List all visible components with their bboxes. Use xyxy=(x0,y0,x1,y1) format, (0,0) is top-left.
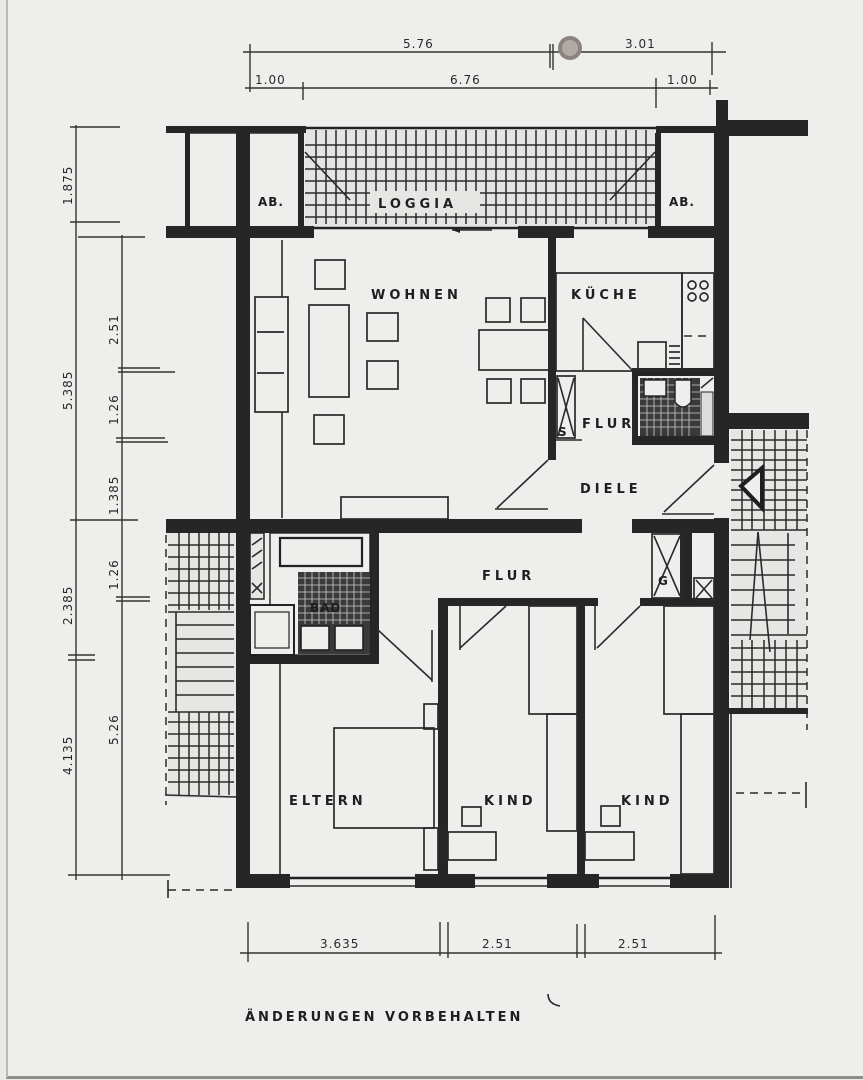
room-label-kueche: KÜCHE xyxy=(571,287,641,303)
child-room-1-furniture xyxy=(447,605,578,861)
stairwell-left xyxy=(164,533,237,898)
walls xyxy=(166,100,809,888)
armchair xyxy=(366,312,399,342)
upper-hall xyxy=(556,375,634,441)
dim-top-5-76: 5.76 xyxy=(403,37,434,51)
bottom-dimensions: 3.635 2.51 2.51 xyxy=(240,915,722,962)
scan-mark xyxy=(547,993,561,1007)
dim-top-1-00-right: 1.00 xyxy=(667,73,698,87)
door-swing xyxy=(377,629,433,681)
stair-direction-arrow-icon xyxy=(738,463,764,513)
left-dimensions: 1.875 5.385 2.385 4.135 2.51 1.26 1.385 … xyxy=(61,125,175,880)
room-label-wohnen: WOHNEN xyxy=(371,288,462,303)
dim-top-6-76: 6.76 xyxy=(450,73,481,87)
dim-left-4-135: 4.135 xyxy=(61,736,75,775)
child-room-2-furniture xyxy=(584,605,715,875)
door-swing xyxy=(459,605,507,649)
wardrobe xyxy=(528,605,578,715)
bed xyxy=(680,713,715,875)
double-bed xyxy=(333,727,435,829)
storage-marker-g: G xyxy=(658,574,669,588)
wc-tiles xyxy=(640,377,714,437)
storage-g xyxy=(651,533,715,601)
chair xyxy=(486,378,512,404)
dim-top-1-00-left: 1.00 xyxy=(255,73,286,87)
dim-left-1-26-upper: 1.26 xyxy=(107,394,121,425)
dim-left-1-875: 1.875 xyxy=(61,166,75,205)
kitchen-fixtures xyxy=(555,272,715,372)
top-dimensions: 5.76 3.01 1.00 6.76 1.00 xyxy=(243,36,726,108)
room-label-diele: DIELE xyxy=(580,482,642,497)
living-furniture xyxy=(254,240,550,520)
desk xyxy=(584,831,635,861)
sideboard xyxy=(254,296,289,413)
chair xyxy=(600,805,621,827)
wash-basin xyxy=(643,379,667,397)
dim-left-2-385: 2.385 xyxy=(61,586,75,625)
armchair xyxy=(313,414,345,445)
dim-bottom-3-635: 3.635 xyxy=(320,937,359,951)
wash-basin xyxy=(300,625,330,651)
dim-left-1-385: 1.385 xyxy=(107,476,121,515)
sofa xyxy=(308,304,350,398)
dim-left-5-385: 5.385 xyxy=(61,371,75,410)
chair xyxy=(461,806,482,827)
door-swing xyxy=(496,459,549,509)
dim-left-1-26-lower: 1.26 xyxy=(107,559,121,590)
stairwell-right xyxy=(728,430,808,888)
room-label-ab-left: AB. xyxy=(258,195,284,209)
room-label-loggia: LOGGIA xyxy=(378,197,457,212)
disclaimer-note: ÄNDERUNGEN VORBEHALTEN xyxy=(245,1009,523,1025)
chair xyxy=(520,378,546,404)
dining-table xyxy=(478,329,550,371)
room-label-eltern: ELTERN xyxy=(289,794,367,809)
room-label-kind-2: KIND xyxy=(621,794,674,809)
bathtub-icon xyxy=(278,536,364,568)
storage-marker-s: S xyxy=(558,425,568,439)
bathroom xyxy=(249,532,433,682)
room-label-flur-upper: FLUR xyxy=(582,417,635,432)
desk xyxy=(447,831,497,861)
room-label-kind-1: KIND xyxy=(484,794,537,809)
room-label-flur-lower: FLUR xyxy=(482,569,535,584)
chair xyxy=(485,297,511,323)
parents-bedroom-furniture xyxy=(279,664,439,874)
wash-basin xyxy=(334,625,364,651)
wardrobe xyxy=(663,605,715,715)
chair xyxy=(520,297,546,323)
room-label-ab-right: AB. xyxy=(669,195,695,209)
sink xyxy=(637,341,667,371)
loggia-tiles xyxy=(304,130,657,226)
dim-bottom-2-51-a: 2.51 xyxy=(482,937,513,951)
armchair xyxy=(314,259,346,290)
room-label-bad: BAD xyxy=(310,601,341,615)
entry-door-swing xyxy=(663,464,715,513)
door-swing xyxy=(582,317,633,371)
dim-bottom-2-51-b: 2.51 xyxy=(618,937,649,951)
toilet-icon xyxy=(674,379,692,408)
bed xyxy=(546,713,578,832)
armchair xyxy=(366,360,399,390)
dim-left-5-26: 5.26 xyxy=(107,714,121,745)
dim-top-3-01: 3.01 xyxy=(625,37,656,51)
door-swing xyxy=(596,605,641,649)
radiator-bench xyxy=(340,496,449,520)
dim-left-2-51: 2.51 xyxy=(107,314,121,345)
